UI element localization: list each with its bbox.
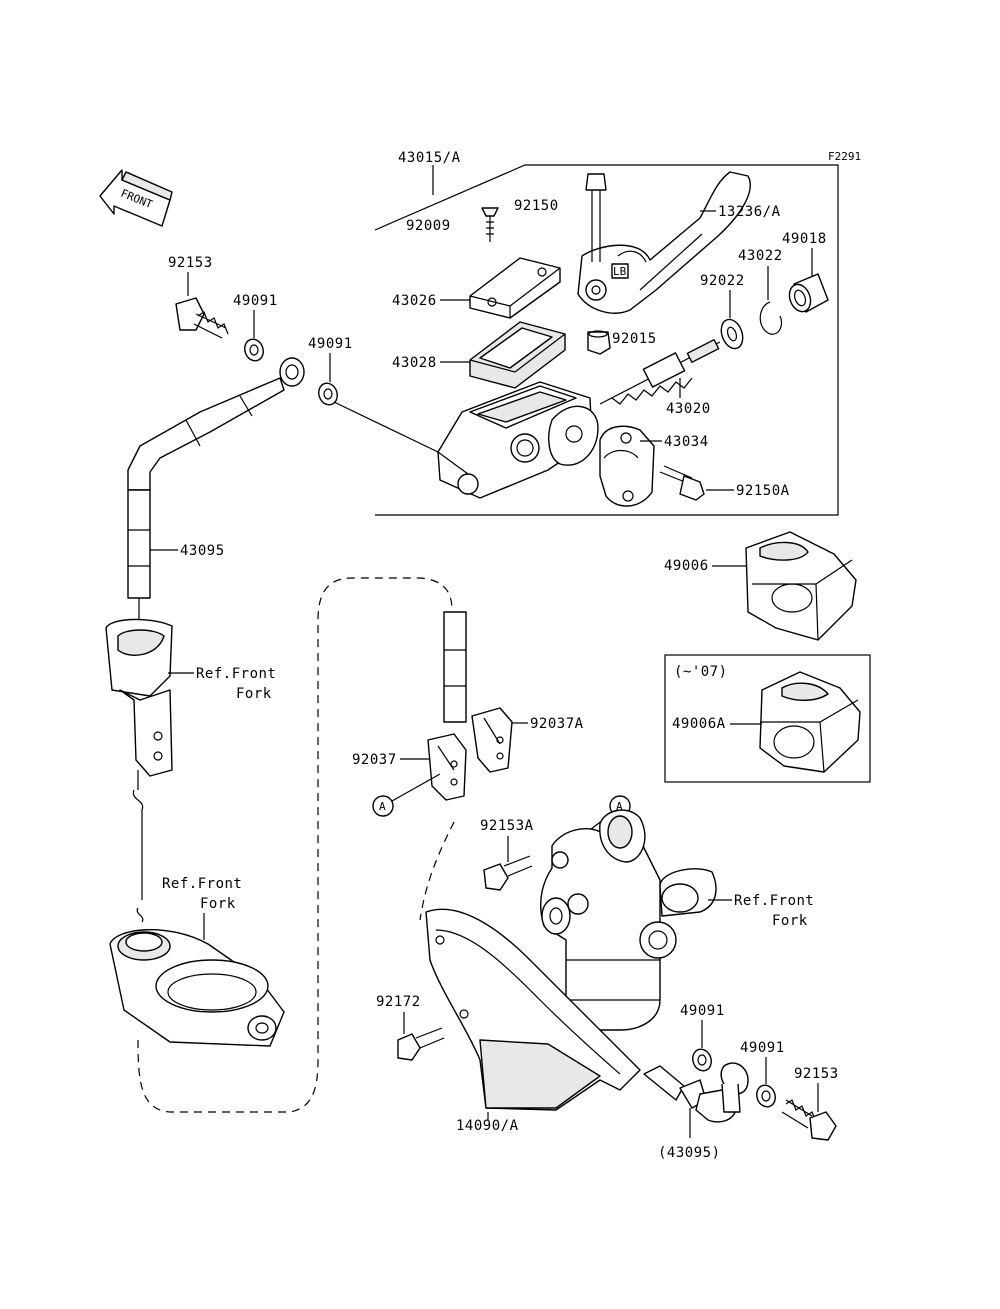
circlip-43022-icon xyxy=(759,301,783,335)
ref-front-fork-2a: Ref.Front xyxy=(162,876,242,892)
label-43034: 43034 xyxy=(664,434,709,450)
hose-guide-49006-icon xyxy=(745,531,857,641)
washer-49091-bottom-2-icon xyxy=(756,1084,776,1108)
svg-text:A: A xyxy=(379,800,386,813)
callout-a-left: A xyxy=(372,773,441,817)
label-until-07: (~'07) xyxy=(674,664,728,680)
svg-text:A: A xyxy=(616,800,623,813)
label-49091-top: 49091 xyxy=(233,293,278,309)
lever-mark: LB xyxy=(613,265,627,278)
brake-hose-43095-icon xyxy=(127,357,305,660)
reservoir-cap-43026-icon xyxy=(469,257,561,319)
pivot-bolt-icon xyxy=(585,173,607,262)
label-92153-bottom: 92153 xyxy=(794,1066,839,1082)
washer-92022-icon xyxy=(720,318,744,350)
hose-lower-end-icon xyxy=(643,1062,749,1123)
label-92153A: 92153A xyxy=(480,818,534,834)
label-92037: 92037 xyxy=(352,752,397,768)
label-43022: 43022 xyxy=(738,248,783,264)
label-43028: 43028 xyxy=(392,355,437,371)
bolt-92153A-icon xyxy=(483,855,533,891)
boot-49018-icon xyxy=(788,273,829,313)
disc-guard-14090A-icon xyxy=(425,908,641,1111)
label-92015: 92015 xyxy=(612,331,657,347)
clip-92037A-icon xyxy=(471,707,513,773)
label-92150: 92150 xyxy=(514,198,559,214)
ref-front-fork-1b: Fork xyxy=(236,686,272,702)
label-92037A: 92037A xyxy=(530,716,584,732)
banjo-bolt-92153-icon xyxy=(175,297,229,339)
label-43095-bottom: (43095) xyxy=(658,1145,721,1161)
group-outline-dashed-2 xyxy=(419,821,455,921)
ref-front-fork-2b: Fork xyxy=(200,896,236,912)
screw-92150-icon xyxy=(481,207,499,242)
label-92150A: 92150A xyxy=(736,483,790,499)
nut-92015-icon xyxy=(587,330,611,355)
label-14090A: 14090/A xyxy=(456,1118,519,1134)
lever-13236A-icon: LB xyxy=(577,171,751,314)
ref-front-fork-3b: Fork xyxy=(772,913,808,929)
ref-front-fork-1a: Ref.Front xyxy=(196,666,276,682)
label-92172: 92172 xyxy=(376,994,421,1010)
washer-49091-mid-icon xyxy=(318,382,338,406)
label-49006: 49006 xyxy=(664,558,709,574)
assembly-box-43015 xyxy=(374,164,839,516)
front-arrow-icon: FRONT xyxy=(99,169,173,227)
label-13236A: 13236/A xyxy=(718,204,781,220)
label-43015A: 43015/A xyxy=(398,150,461,166)
label-92009: 92009 xyxy=(406,218,451,234)
figure-code: F2291 xyxy=(828,150,861,163)
fork-guide-lower-left-icon xyxy=(109,928,285,1047)
variant-box xyxy=(664,654,871,783)
bolt-92172-icon xyxy=(397,1027,445,1061)
bolt-92150A-icon xyxy=(659,465,705,501)
label-49018: 49018 xyxy=(782,231,827,247)
label-92153-top: 92153 xyxy=(168,255,213,271)
clamp-43034-icon xyxy=(599,425,655,507)
label-43020: 43020 xyxy=(666,401,711,417)
label-43026: 43026 xyxy=(392,293,437,309)
ref-front-fork-3a: Ref.Front xyxy=(734,893,814,909)
label-49091-bottom-2: 49091 xyxy=(740,1040,785,1056)
clip-92037-icon xyxy=(427,733,467,801)
label-49091-mid: 49091 xyxy=(308,336,353,352)
hose-leader-left xyxy=(132,770,144,923)
label-43095: 43095 xyxy=(180,543,225,559)
diaphragm-43028-icon xyxy=(469,321,566,389)
label-49091-bottom-1: 49091 xyxy=(680,1003,725,1019)
master-cylinder-body-icon xyxy=(437,381,599,499)
hose-guide-49006A-icon xyxy=(759,671,861,773)
label-49006A: 49006A xyxy=(672,716,726,732)
piston-spring-43020-icon xyxy=(599,339,721,405)
brake-caliper-icon xyxy=(540,809,717,1031)
washer-49091-top-icon xyxy=(244,338,264,362)
banjo-bolt-92153-bottom-icon xyxy=(781,1099,837,1141)
fork-guide-upper-left-icon xyxy=(105,618,173,777)
group-outline-dashed xyxy=(137,577,453,1113)
washer-49091-bottom-1-icon xyxy=(692,1048,712,1072)
hose-middle-section-icon xyxy=(443,611,467,723)
label-92022: 92022 xyxy=(700,273,745,289)
